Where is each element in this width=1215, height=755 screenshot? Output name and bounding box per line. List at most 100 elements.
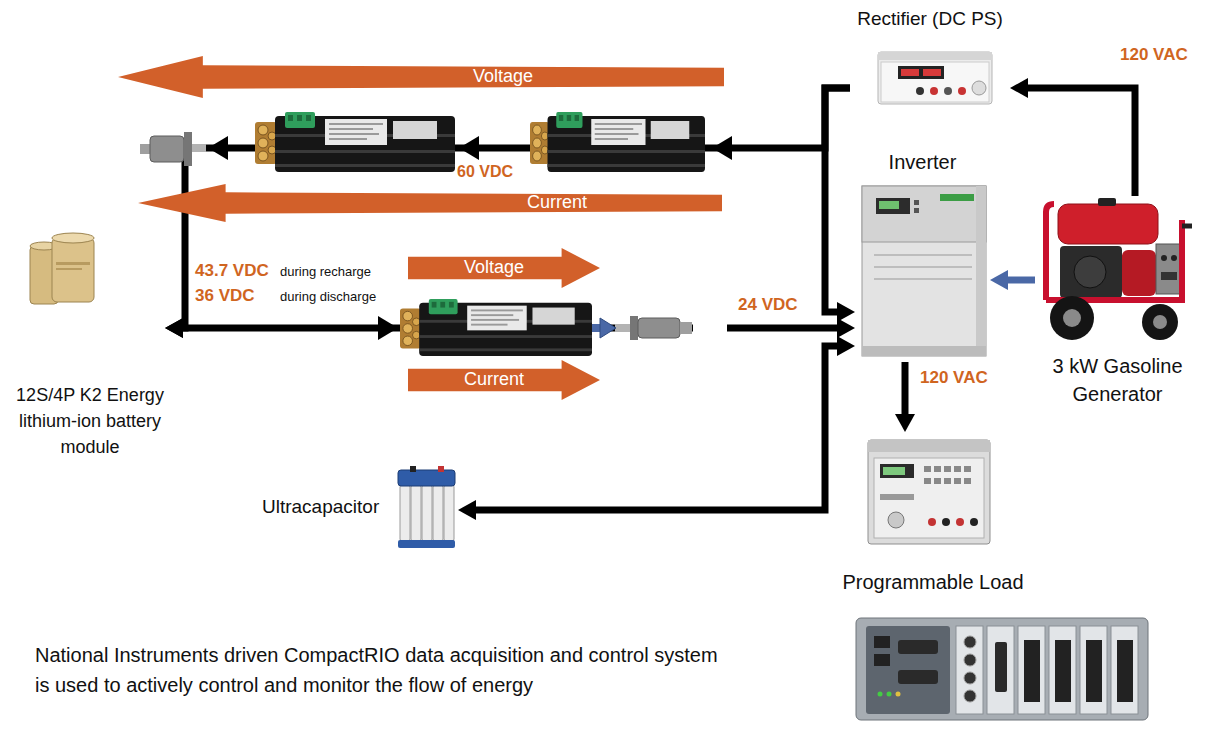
compactrio-image	[987, 626, 1014, 714]
flow-arrow-head	[208, 136, 732, 340]
battery-node: 12S/4P K2 Energy lithium-ion battery mod…	[15, 236, 165, 461]
component-label: Programmable Load	[838, 570, 1028, 594]
rectifier-image	[901, 69, 919, 76]
blue-flow-arrow	[600, 318, 616, 338]
compactrio-image	[887, 692, 892, 697]
ultracapacitor-image	[398, 540, 455, 548]
programmable-load-image	[934, 478, 941, 484]
inverter-image	[874, 254, 972, 256]
battery-cell-image	[56, 268, 82, 270]
rectifier-image	[923, 69, 941, 76]
voltage-value: 36 VDC	[195, 286, 255, 306]
flow-arrow-head	[378, 316, 398, 340]
rectifier-node: Rectifier (DC PS)	[850, 4, 1010, 108]
blue-flow-arrow	[592, 318, 616, 338]
component-label: 12S/4P K2 Energy lithium-ion battery mod…	[15, 382, 165, 460]
programmable-load-image	[880, 464, 914, 478]
arrow-shape	[118, 56, 724, 98]
compactrio-image	[878, 692, 883, 697]
ultracapacitor-image	[398, 470, 455, 486]
arrow-label: Current	[527, 192, 587, 214]
compactrio-image	[898, 670, 938, 684]
generator-image	[1046, 204, 1182, 300]
compactrio-image	[1111, 626, 1138, 714]
component-label: Inverter	[855, 150, 990, 174]
compactrio-image	[856, 618, 1148, 720]
ultracapacitor-image	[444, 484, 454, 542]
generator-image	[1058, 204, 1158, 244]
compactrio-image	[1117, 640, 1133, 702]
ultracapacitor-image	[398, 466, 455, 548]
compactrio-image	[856, 618, 1148, 720]
inverter-image	[914, 200, 919, 205]
compactrio-image	[1055, 640, 1071, 702]
generator-image	[1182, 224, 1192, 229]
programmable-load-image	[964, 478, 971, 484]
programmable-load-image	[868, 440, 990, 544]
dc-converter-image	[255, 112, 455, 172]
arrow-shape	[138, 184, 722, 222]
arrow-label: Voltage	[473, 66, 533, 88]
diode-image	[192, 144, 206, 152]
programmable-load-image	[883, 467, 905, 475]
generator-image	[1063, 309, 1081, 327]
ultracapacitor-image	[400, 484, 410, 542]
compactrio-image	[1024, 640, 1040, 702]
generator-image	[1074, 256, 1106, 288]
ultracapacitor-image	[411, 484, 421, 542]
diode-image	[184, 132, 192, 166]
generator-image	[1122, 250, 1156, 296]
programmable-load-image	[924, 478, 931, 484]
voltage-label: 120 VAC	[918, 367, 990, 389]
diode-image	[140, 132, 206, 166]
compactrio-image	[874, 654, 890, 666]
inverter-image	[862, 346, 986, 356]
compactrio-image	[1080, 626, 1107, 714]
battery-cell-image	[52, 233, 94, 243]
rectifier-image	[944, 87, 952, 95]
rectifier-image	[878, 52, 992, 104]
voltage-label: 120 VAC	[1118, 44, 1190, 66]
generator-image	[1046, 198, 1192, 340]
compactrio-image	[964, 636, 976, 648]
compactrio-image	[995, 642, 1007, 692]
voltage-label: 24 VDC	[736, 294, 800, 316]
rectifier-image	[916, 87, 924, 95]
compactrio-image	[964, 654, 976, 666]
diode-image	[150, 136, 184, 162]
ultracapacitor-image	[438, 466, 444, 472]
inverter-image	[874, 266, 972, 268]
battery-cell-image	[56, 262, 90, 265]
inverter-image	[862, 186, 986, 356]
inverter-image	[862, 186, 986, 242]
voltage-arrow: Voltage	[118, 56, 724, 98]
programmable-load-image	[868, 440, 990, 452]
connector-group	[183, 88, 1135, 510]
arrow-shape	[408, 360, 600, 400]
compactrio-image	[866, 626, 950, 714]
diode-image	[615, 316, 692, 340]
dc-converter-image	[400, 299, 592, 356]
flow-arrow-head	[712, 136, 732, 160]
compactrio-image	[874, 636, 890, 648]
programmable-load-image	[888, 512, 904, 528]
arrow-shape	[138, 184, 722, 222]
programmable-load-image	[954, 478, 961, 484]
load-node: Programmable Load	[838, 432, 1028, 602]
flow-connector	[902, 362, 909, 414]
generator-image	[1161, 255, 1167, 261]
rectifier-image	[878, 52, 992, 104]
programmable-load-image	[934, 466, 941, 472]
programmable-load-image	[880, 494, 914, 500]
generator-image	[1171, 255, 1177, 261]
programmable-load-image	[868, 440, 990, 544]
generator-image	[1060, 246, 1122, 298]
flow-arrow-head	[459, 136, 479, 160]
compactrio-image	[1049, 626, 1076, 714]
inverter-image	[874, 278, 972, 280]
programmable-load-image	[944, 466, 951, 472]
rectifier-image	[958, 87, 966, 95]
compactrio-image	[964, 690, 976, 702]
